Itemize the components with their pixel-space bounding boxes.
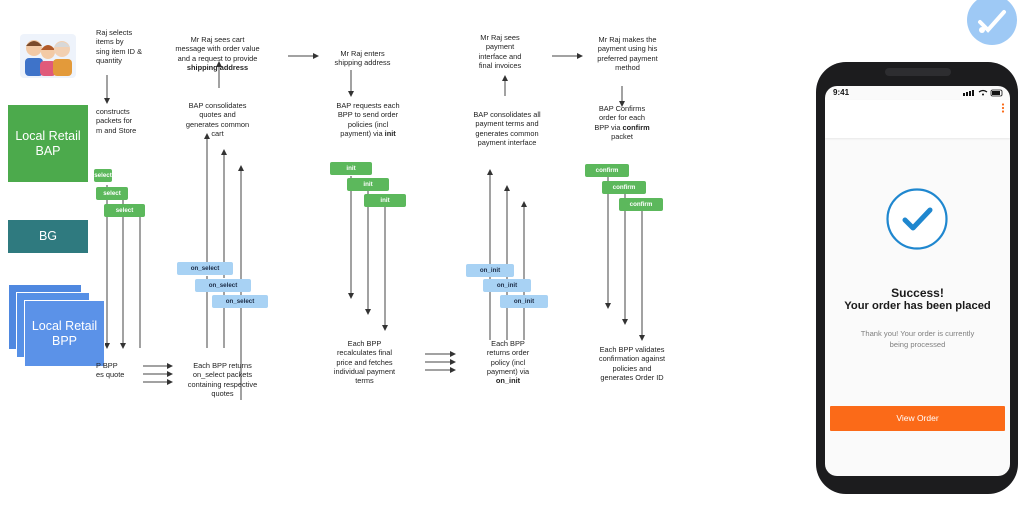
status-time: 9:41 [833, 88, 850, 97]
step1-top-text: Raj selects items by sing item ID & quan… [96, 28, 143, 65]
on-select-pill-3: on_select [212, 295, 268, 308]
step2-mid-text: BAP consolidates quotes and generates co… [185, 101, 250, 138]
on-init-pill-3: on_init [500, 295, 548, 308]
select-pill-1: select [94, 169, 112, 182]
step4-bottom-plain: Each BPP returns order policy (incl paym… [486, 339, 530, 376]
step4-top-text: Mr Raj sees payment interface and final … [478, 33, 522, 70]
actor-bap-box: Local Retail BAP [8, 105, 88, 182]
step5-mid-plain-b: packet [611, 131, 633, 141]
app-header [825, 100, 1010, 138]
confirm-pill-2: confirm [602, 181, 646, 194]
brand-check-icon [967, 0, 1017, 45]
step5-mid-plain: BAP Confirms order for each BPP via [594, 104, 646, 132]
select-pill-3: select [104, 204, 145, 217]
on-select-pill-1: on_select [177, 262, 233, 275]
init-pill-3: init [364, 194, 406, 207]
step5-top-text: Mr Raj makes the payment using his prefe… [597, 35, 658, 72]
phone-speaker [885, 68, 951, 76]
status-icons [963, 89, 1003, 97]
success-subtitle: Your order has been placed [844, 300, 991, 312]
step4-bottom-bold: on_init [495, 376, 521, 386]
order-status-message: Thank you! Your order is currently being… [860, 329, 975, 349]
init-pill-2: init [347, 178, 389, 191]
on-init-pill-2: on_init [483, 279, 531, 292]
step3-mid-plain: BAP requests each BPP to send order poli… [336, 101, 400, 138]
view-order-button[interactable]: View Order [830, 406, 1005, 431]
step4-mid-text: BAP consolidates all payment terms and g… [473, 110, 541, 147]
step3-bottom-text: Each BPP recalculates final price and fe… [333, 339, 396, 386]
more-menu-icon[interactable] [1001, 103, 1005, 113]
step2-top-plain: Mr Raj sees cart message with order valu… [175, 35, 260, 63]
step5-mid-bold: confirm [622, 122, 650, 132]
on-init-pill-1: on_init [466, 264, 514, 277]
actor-bpp-box: Local Retail BPP [24, 300, 105, 367]
on-select-pill-2: on_select [195, 279, 251, 292]
confirm-pill-3: confirm [619, 198, 663, 211]
step1-mid-text: constructs packets for m and Store [96, 107, 137, 135]
phone-screen: 9:41 Success! Your order has been placed… [825, 86, 1010, 476]
customer-family-icon [20, 34, 76, 78]
init-pill-1: init [330, 162, 372, 175]
step3-mid-bold: init [384, 128, 396, 138]
step5-mid-text: BAP Confirms order for each BPP via conf… [582, 104, 662, 141]
step3-top-text: Mr Raj enters shipping address [334, 49, 391, 68]
step2-top-bold: shipping address [186, 62, 249, 72]
select-pill-2: select [96, 187, 128, 200]
step2-top-text: Mr Raj sees cart message with order valu… [160, 35, 275, 72]
actor-bg-box: BG [8, 220, 88, 253]
step4-bottom-text: Each BPP returns order policy (incl paym… [468, 339, 548, 385]
success-title: Success! [891, 286, 944, 300]
step3-mid-text: BAP requests each BPP to send order poli… [322, 101, 414, 138]
step5-bottom-text: Each BPP validates confirmation against … [598, 345, 666, 382]
step2-bottom-text: Each BPP returns on_select packets conta… [187, 361, 258, 398]
step1-bottom-text: P BPP es quote [96, 361, 125, 380]
confirm-pill-1: confirm [585, 164, 629, 177]
success-check-icon [886, 188, 948, 250]
